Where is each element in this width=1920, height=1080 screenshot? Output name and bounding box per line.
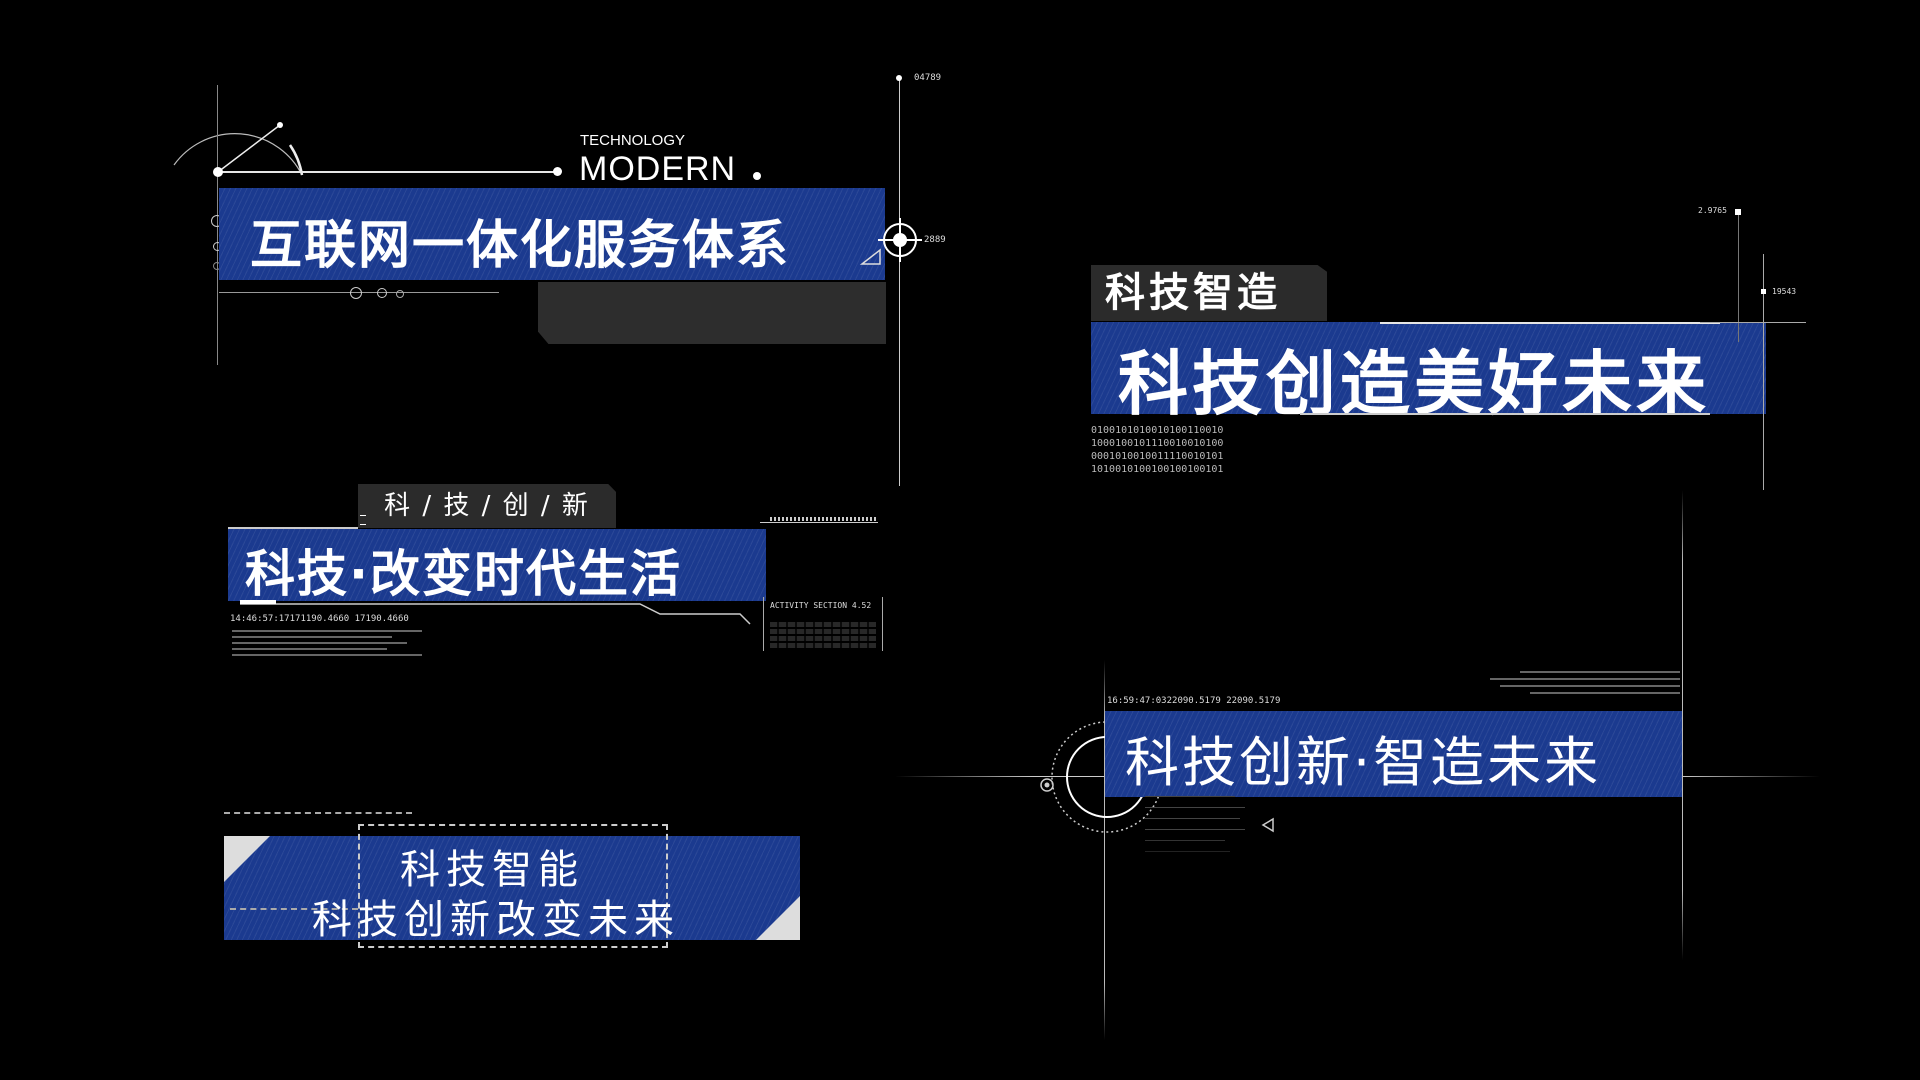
tag-mini-lines (360, 515, 366, 525)
circuit-line (240, 600, 751, 625)
binary-line: 1010010100100100100101 (1091, 464, 1224, 475)
right-guide-code-a: 2.9765 (1698, 206, 1727, 215)
dashed-frame-left (230, 908, 358, 910)
right-guide-node-2 (1761, 289, 1766, 294)
hud-bar (1500, 685, 1680, 687)
radar-arc-icon (173, 122, 304, 176)
tech-future-title: 科技创造美好未来 (1118, 343, 1710, 425)
title-bar-internet (219, 188, 885, 280)
right-vertical-guide (1763, 254, 1764, 490)
upper-right-rule (770, 517, 878, 521)
activity-pixel-block (770, 620, 876, 648)
innovation-timestamp: 16:59:47:0322090.5179 22090.5179 (1107, 696, 1281, 706)
life-change-title: 科技·改变时代生活 (245, 545, 682, 603)
fine-print-line (1145, 840, 1225, 841)
upper-rule (228, 527, 358, 529)
rule-node-left (213, 167, 223, 177)
timeline-code-side: 2889 (924, 235, 946, 245)
title-bar-innovation (1105, 711, 1682, 797)
graph-line (232, 636, 392, 638)
technology-eyebrow: TECHNOLOGY (580, 132, 686, 149)
binary-line: 0100101010010100110010 (1091, 425, 1224, 436)
right-horizontal-guide (1700, 322, 1806, 323)
right-guide-node (1735, 209, 1741, 215)
gray-underplate (538, 282, 886, 344)
vertical-guide-left (1104, 660, 1105, 1040)
vertical-guide-right (1682, 490, 1683, 960)
fine-print-line (1145, 851, 1230, 852)
tech-manufacture-tag: 科技智造 (1091, 265, 1327, 321)
innovation-future-title: 科技创新·智造未来 (1125, 731, 1602, 794)
graph-line (232, 642, 407, 644)
top-rule (218, 171, 558, 173)
binary-line: 0001010010011110010101 (1091, 451, 1224, 462)
life-graph-lines (232, 630, 422, 656)
life-timestamp: 14:46:57:17171190.4660 17190.4660 (230, 614, 409, 624)
activity-section-label: ACTIVITY SECTION 4.52 (770, 601, 872, 610)
fine-print-block (1145, 796, 1245, 852)
small-triangle-icon (1261, 817, 1274, 833)
timeline-code-top: 04789 (914, 73, 942, 83)
smart-tech-line2: 科技创新改变未来 (312, 897, 680, 943)
binary-block: 0100101010010100110010 10001001011100100… (1091, 424, 1223, 476)
vertical-timeline (899, 76, 900, 486)
title-bar-future (1091, 322, 1766, 414)
graph-line (232, 630, 422, 632)
fine-print-line (1145, 829, 1245, 830)
smart-tech-line1: 科技智能 (400, 847, 584, 893)
right-vertical-guide-2 (1738, 212, 1739, 342)
fine-print-line (1145, 807, 1245, 808)
bottom-marker-3 (396, 290, 404, 298)
graph-line (232, 648, 387, 650)
title-bar-smart (224, 836, 800, 940)
timeline-top-dot (896, 75, 902, 81)
triangle-pointer-icon (859, 248, 881, 265)
dashed-frame-top (224, 812, 412, 814)
innovation-tag: 科 / 技 / 创 / 新 (358, 484, 616, 528)
dashed-frame-inner (358, 824, 668, 948)
fine-print-line (1145, 818, 1240, 819)
bottom-marker-1 (350, 287, 362, 299)
activity-bracket (763, 597, 883, 651)
hud-bar (1520, 671, 1680, 673)
internet-service-title: 互联网一体化服务体系 (250, 216, 791, 276)
graph-line (232, 654, 422, 656)
bar-top-highlight (1380, 322, 1720, 324)
bottom-marker-2 (377, 288, 387, 298)
modern-heading: MODERN (579, 150, 737, 188)
right-guide-code-b: 19543 (1772, 287, 1797, 296)
hud-bar (1490, 678, 1680, 680)
title-bar-life (228, 529, 766, 601)
upper-right-rule-2 (760, 522, 878, 523)
hud-bar (1530, 692, 1680, 694)
rule-node-right (553, 167, 562, 176)
crosshair-icon (878, 218, 922, 262)
heading-dot (753, 172, 761, 180)
fine-print-line (1145, 796, 1235, 797)
hud-bars (1490, 671, 1680, 694)
bar-bottom-highlight (1300, 413, 1710, 415)
binary-line: 1000100101110010010100 (1091, 438, 1224, 449)
